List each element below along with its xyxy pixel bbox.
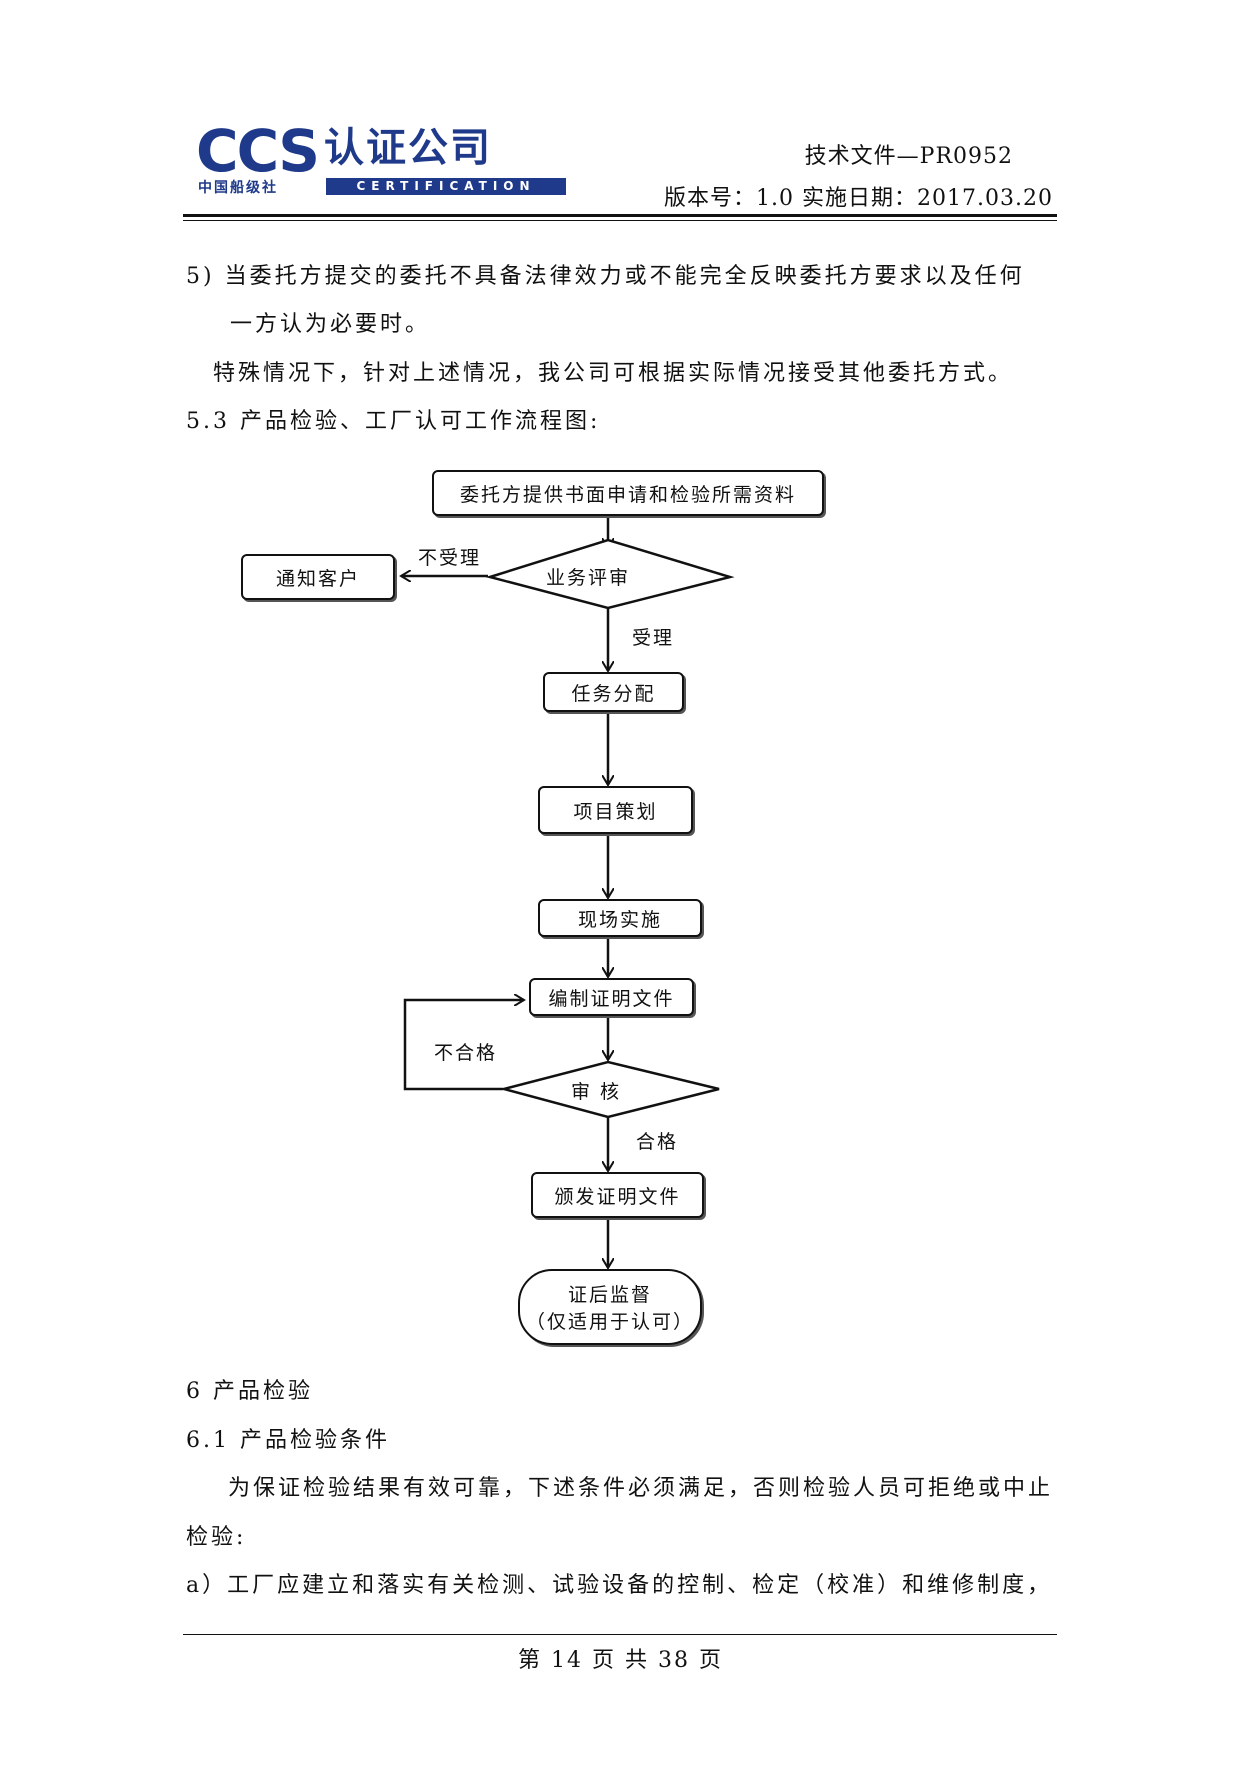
item5-line2: 一方认为必要时。 (230, 312, 431, 337)
doc-title: 技术文件—PR0952 (804, 144, 1013, 169)
node-issue-certificates: 颁发证明文件 (531, 1172, 704, 1218)
node-task-assignment: 任务分配 (543, 672, 684, 712)
label-not-accepted: 不受理 (418, 547, 482, 569)
version-line: 版本号：1.0 实施日期：2017.03.20 (664, 186, 1053, 211)
arrow-audit-fail-loop (403, 1000, 524, 1091)
diamond-review (485, 538, 735, 610)
header-rule (183, 214, 1057, 217)
node-post-certification-supervision: 证后监督 （仅适用于认可） (518, 1269, 702, 1345)
node-audit: 审 核 (571, 1081, 622, 1103)
logo-ccs-text: CCS (196, 117, 320, 185)
footer-rule (183, 1634, 1057, 1635)
node-notify-client: 通知客户 (241, 554, 395, 600)
post-line1: 证后监督 (567, 1284, 652, 1306)
item5-line1: 5) 当委托方提交的委托不具备法律效力或不能完全反映委托方要求以及任何 (186, 264, 1025, 289)
header-rule-thin (183, 220, 1057, 221)
node-submit-application: 委托方提供书面申请和检验所需资料 (432, 470, 824, 516)
section-6-heading: 6 产品检验 (186, 1379, 313, 1404)
ccs-logo: CCS 认证公司 中国船级社 CERTIFICATION (196, 120, 576, 200)
label-pass: 合格 (636, 1131, 679, 1153)
conditions-line1: 为保证检验结果有效可靠，下述条件必须满足，否则检验人员可拒绝或中止 (228, 1476, 1054, 1501)
special-case: 特殊情况下，针对上述情况，我公司可根据实际情况接受其他委托方式。 (213, 361, 1014, 386)
node-onsite-implementation: 现场实施 (538, 899, 702, 937)
node-compile-certificates: 编制证明文件 (529, 978, 694, 1016)
node-project-planning: 项目策划 (538, 786, 693, 834)
node-business-review: 业务评审 (546, 567, 631, 589)
item-a: a）工厂应建立和落实有关检测、试验设备的控制、检定（校准）和维修制度， (186, 1573, 1053, 1598)
section-6-1-heading: 6.1 产品检验条件 (186, 1428, 390, 1453)
label-fail: 不合格 (434, 1042, 498, 1064)
post-line2: （仅适用于认可） (525, 1311, 694, 1333)
label-accepted: 受理 (632, 627, 675, 649)
conditions-line2: 检验: (186, 1525, 247, 1550)
logo-cn-text: 认证公司 (324, 125, 492, 171)
logo-subtitle: 中国船级社 (198, 180, 278, 196)
diamond-audit (499, 1060, 720, 1119)
page-number: 第 14 页 共 38 页 (518, 1648, 723, 1673)
section-5-3-heading: 5.3 产品检验、工厂认可工作流程图: (186, 409, 601, 434)
logo-certification-bar: CERTIFICATION (326, 178, 566, 195)
